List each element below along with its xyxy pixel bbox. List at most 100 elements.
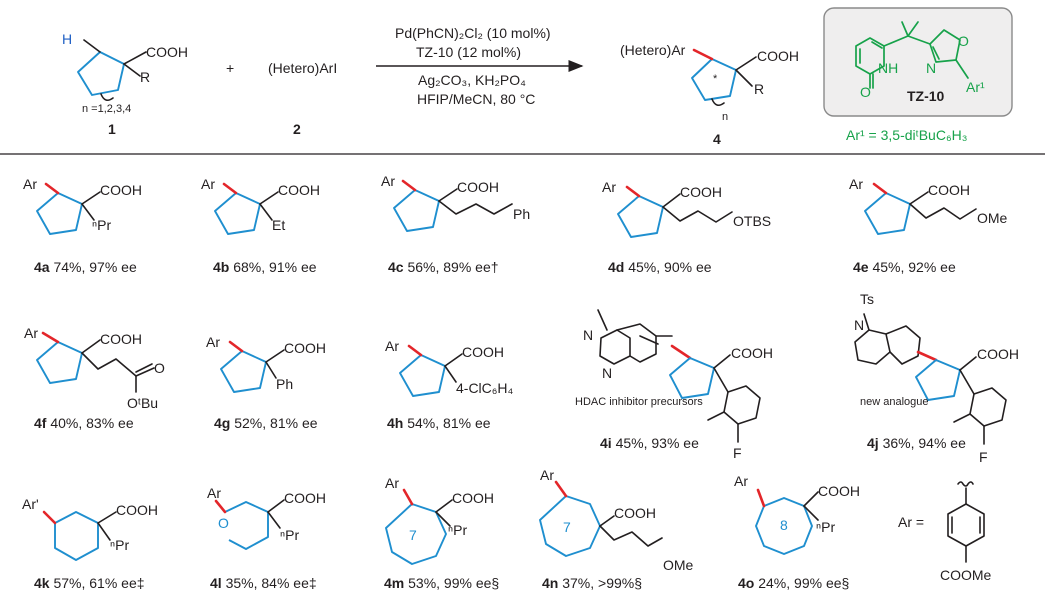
product-stereo-star: * (713, 73, 718, 85)
product-4j: Ts N COOH new analogue F 4j 36%, 94% ee (854, 291, 1019, 465)
ar-label: Ar (24, 325, 38, 341)
ar-label: Ar (201, 176, 215, 192)
cooh-label: COOH (457, 179, 499, 195)
sm1-cooh: COOH (146, 44, 188, 60)
substituent-label: 4-ClC₆H₄ (456, 380, 514, 396)
sm1-hydrogen: H (62, 31, 72, 47)
ring-o-label: O (218, 515, 229, 531)
cooh-label: COOH (100, 331, 142, 347)
substituent-label: ⁿPr (92, 217, 111, 233)
yield-label: 4a 74%, 97% ee (34, 259, 137, 275)
tosyl-label: Ts (860, 291, 874, 307)
product-hetero-ar: (Hetero)Ar (620, 42, 686, 58)
ligand-aryl: Ar¹ (966, 79, 985, 95)
product-number: 4 (713, 131, 721, 147)
condition-additives: Ag₂CO₃, KH₂PO₄ (418, 72, 526, 88)
cooh-label: COOH (614, 505, 656, 521)
cooh-label: COOH (818, 483, 860, 499)
ar-label: Ar (734, 473, 748, 489)
product-cooh: COOH (757, 48, 799, 64)
product-general: (Hetero)Ar * COOH R n 4 (620, 42, 799, 147)
ligand-oxazoline-n: N (926, 60, 936, 76)
substituent-label: Et (272, 217, 285, 233)
ar-label: Ar (602, 179, 616, 195)
analogue-note: new analogue (860, 396, 929, 408)
yield-label: 4g 52%, 81% ee (214, 415, 318, 431)
cooh-label: COOH (977, 346, 1019, 362)
cooh-label: COOH (928, 182, 970, 198)
ar-definition: Ar = COOMe (898, 481, 992, 583)
ring-size-label: 7 (409, 527, 417, 543)
substituent-label: OMe (977, 210, 1008, 226)
yield-label: 4h 54%, 81% ee (387, 415, 491, 431)
cooh-label: COOH (278, 182, 320, 198)
yield-label: 4i 45%, 93% ee (600, 435, 699, 451)
ligand-oxazoline-o: O (958, 33, 969, 49)
ar-label: Ar (207, 485, 221, 501)
product-4g: Ar COOH Ph 4g 52%, 81% ee (206, 334, 326, 431)
ligand-carbonyl-o: O (860, 84, 871, 100)
yield-label: 4c 56%, 89% ee† (388, 259, 499, 275)
cooh-label: COOH (680, 184, 722, 200)
hdac-note: HDAC inhibitor precursors (575, 396, 703, 408)
substituent-label: OMe (663, 557, 694, 573)
ar-label: Ar (381, 173, 395, 189)
product-4l: Ar O COOH ⁿPr 4l 35%, 84% ee‡ (207, 485, 326, 591)
substituent-label: OTBS (733, 213, 771, 229)
substituent-label: ⁿPr (280, 527, 299, 543)
yield-label: 4m 53%, 99% ee§ (384, 575, 499, 591)
condition-ligand: TZ-10 (12 mol%) (416, 44, 521, 60)
condition-solvent: HFIP/MeCN, 80 °C (417, 91, 535, 107)
yield-label: 4e 45%, 92% ee (853, 259, 956, 275)
cooh-label: COOH (462, 344, 504, 360)
ar-label: Ar (385, 475, 399, 491)
ar-label: Ar (23, 176, 37, 192)
ar-label: Ar (849, 176, 863, 192)
substituent-label: ⁿPr (448, 522, 467, 538)
sm2-number: 2 (293, 121, 301, 137)
yield-label: 4j 36%, 94% ee (867, 435, 966, 451)
substituent-label: Ph (513, 206, 530, 222)
product-4h: Ar COOH 4-ClC₆H₄ 4h 54%, 81% ee (385, 338, 514, 431)
yield-label: 4f 40%, 83% ee (34, 415, 134, 431)
product-4b: Ar COOH Et 4b 68%, 91% ee (201, 176, 320, 275)
product-4a: Ar COOH ⁿPr 4a 74%, 97% ee (23, 176, 142, 275)
starting-material-1: H COOH R n =1,2,3,4 1 (62, 31, 188, 137)
product-r: R (754, 81, 764, 97)
substituent-label: Ph (276, 376, 293, 392)
ligand-tz10-box: O NH N O Ar¹ TZ-10 (823, 7, 1013, 117)
ar-label: Ar (206, 334, 220, 350)
indazole-n2-label: N (602, 365, 612, 381)
product-4k: Ar' COOH ⁿPr 4k 57%, 61% ee‡ (22, 496, 158, 591)
substituent-label: ⁿPr (816, 519, 835, 535)
cooh-label: COOH (284, 490, 326, 506)
yield-label: 4k 57%, 61% ee‡ (34, 575, 145, 591)
cooh-label: COOH (731, 345, 773, 361)
fluorine-label: F (733, 445, 742, 461)
ligand-nh: NH (878, 60, 898, 76)
substituent-label: OᵗBu (127, 395, 158, 411)
yield-label: 4l 35%, 84% ee‡ (210, 575, 317, 591)
yield-label: 4b 68%, 91% ee (213, 259, 317, 275)
ligand-aryl-definition: Ar¹ = 3,5-diᵗBuC₆H₃ (846, 127, 967, 143)
sm1-number: 1 (108, 121, 116, 137)
product-4i: N N COOH HDAC inhibitor precursors F 4i … (575, 309, 773, 461)
product-4o: Ar 8 COOH ⁿPr 4o 24%, 99% ee§ (734, 473, 860, 591)
coome-label: COOMe (940, 567, 992, 583)
indole-n-label: N (854, 317, 864, 333)
ring-size-label: 7 (563, 519, 571, 535)
cooh-label: COOH (116, 502, 158, 518)
indazole-n1-label: N (583, 327, 593, 343)
ligand-name: TZ-10 (907, 88, 945, 104)
sm1-r: R (140, 69, 150, 85)
yield-label: 4d 45%, 90% ee (608, 259, 712, 275)
substituent-label: ⁿPr (110, 537, 129, 553)
cooh-label: COOH (100, 182, 142, 198)
cooh-label: COOH (284, 340, 326, 356)
ar-equals-label: Ar = (898, 514, 924, 530)
fluorine-label: F (979, 449, 988, 465)
product-4m: Ar 7 COOH ⁿPr 4m 53%, 99% ee§ (384, 475, 499, 591)
sm1-n-range: n =1,2,3,4 (82, 103, 131, 115)
ar-prime-label: Ar' (22, 496, 39, 512)
